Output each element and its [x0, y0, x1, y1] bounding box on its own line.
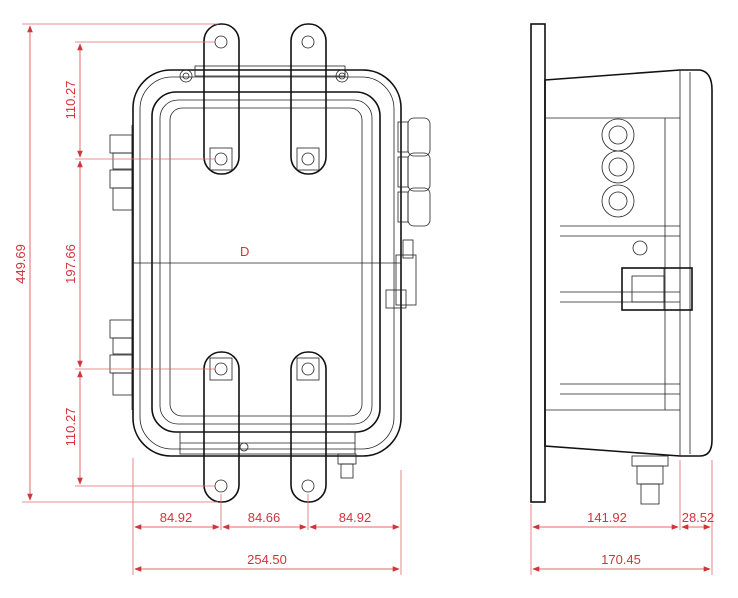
dim-middle-segment: 197.66	[63, 244, 78, 284]
left-latches	[109, 125, 133, 410]
dim-overall-height: 449.69	[13, 244, 28, 284]
front-extension-lines	[22, 23, 402, 575]
bottom-connector	[239, 442, 357, 479]
enclosure-body	[132, 65, 402, 457]
side-enclosure-body	[544, 69, 713, 457]
cable-glands	[385, 117, 431, 309]
front-view: D 449.69 110.27 197.66 110.27	[13, 23, 431, 575]
mounting-plate	[530, 23, 546, 503]
side-latch	[621, 267, 693, 311]
dim-bottom-segment: 110.27	[63, 408, 78, 447]
dim-overall-width: 254.50	[247, 552, 287, 567]
dim-body-depth: 141.92	[587, 510, 627, 525]
dim-lid-depth: 28.52	[682, 510, 715, 525]
side-extension-lines	[530, 460, 713, 575]
side-bottom-connector	[631, 455, 669, 505]
dim-right-spacing: 84.92	[339, 510, 372, 525]
dim-left-spacing: 84.92	[160, 510, 193, 525]
dim-center-spacing: 84.66	[248, 510, 281, 525]
dim-overall-depth: 170.45	[601, 552, 641, 567]
side-view: 141.92 28.52 170.45	[530, 23, 715, 575]
dim-top-segment: 110.27	[63, 81, 78, 120]
center-mark: D	[240, 244, 249, 259]
front-vertical-dimensions	[27, 25, 83, 501]
side-cable-glands	[601, 118, 648, 256]
front-horizontal-dimensions	[134, 524, 400, 572]
side-dimensions	[532, 524, 711, 572]
